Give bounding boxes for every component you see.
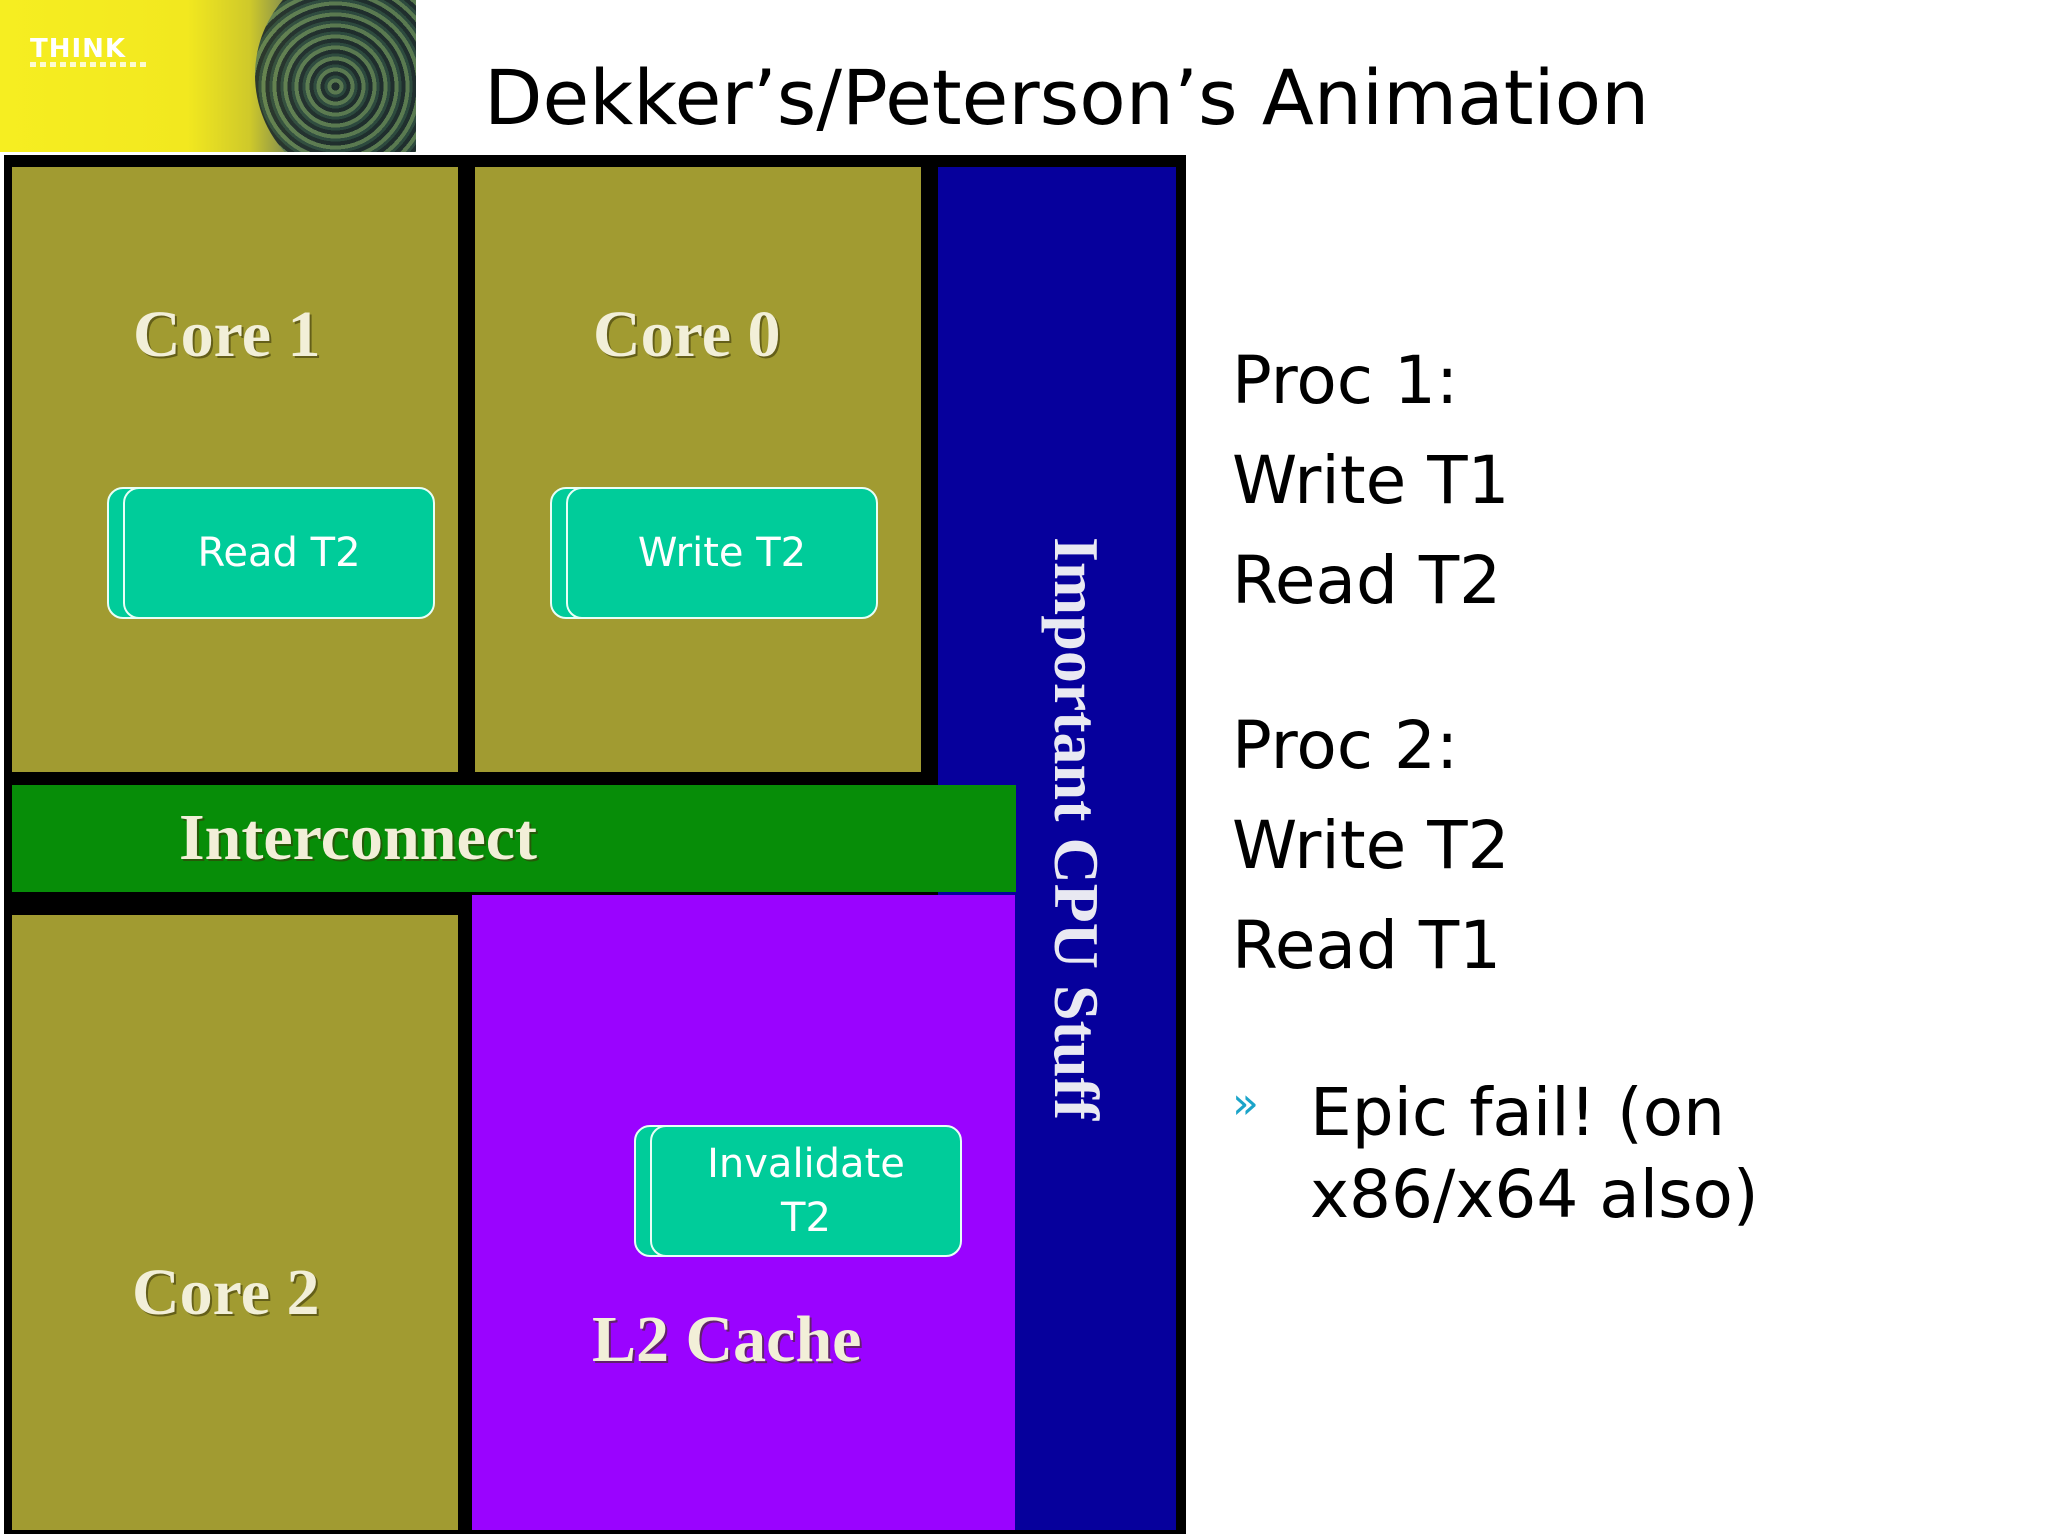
proc2-heading: Proc 2:	[1232, 707, 1459, 784]
logo-text: THINK	[30, 34, 127, 64]
proc1-line-2: Read T2	[1232, 542, 1502, 619]
interconnect-label: Interconnect	[179, 801, 538, 874]
logo-subline	[30, 62, 150, 67]
bullet-marker: »	[1232, 1078, 1259, 1129]
core-0-label: Core 0	[593, 298, 781, 371]
logo-swirl	[255, 0, 416, 152]
interconnect-block: Interconnect	[12, 785, 1016, 892]
l2-op-label: Invalidate T2	[707, 1141, 905, 1241]
proc1-line-1: Write T1	[1232, 442, 1510, 519]
core-1-op-label: Read T2	[197, 530, 361, 576]
proc1-heading: Proc 1:	[1232, 342, 1459, 419]
core-0-block: Core 0 Write T2	[475, 167, 921, 772]
core-2-block: Core 2	[12, 915, 458, 1530]
l2-cache-label: L2 Cache	[592, 1303, 862, 1376]
core-1-block: Core 1 Read T2	[12, 167, 458, 772]
core-2-label: Core 2	[132, 1256, 320, 1329]
proc2-line-2: Read T1	[1232, 907, 1502, 984]
l2-cache-block: Invalidate T2 L2 Cache	[472, 895, 1015, 1530]
core-0-op-box: Write T2	[550, 487, 878, 619]
core-1-op-box: Read T2	[107, 487, 435, 619]
slide-title: Dekker’s/Peterson’s Animation	[484, 53, 1650, 142]
core-0-op-label: Write T2	[637, 530, 807, 576]
think-logo: THINK	[0, 0, 416, 152]
core-1-label: Core 1	[133, 298, 321, 371]
l2-op-box: Invalidate T2	[634, 1125, 962, 1257]
proc2-line-1: Write T2	[1232, 807, 1510, 884]
cpu-die-diagram: Core 1 Read T2 Core 0 Write T2 Important…	[4, 155, 1186, 1534]
important-cpu-stuff-label: Important CPU Stuff	[1041, 537, 1112, 1121]
epic-fail-text: Epic fail! (on x86/x64 also)	[1310, 1074, 1759, 1233]
